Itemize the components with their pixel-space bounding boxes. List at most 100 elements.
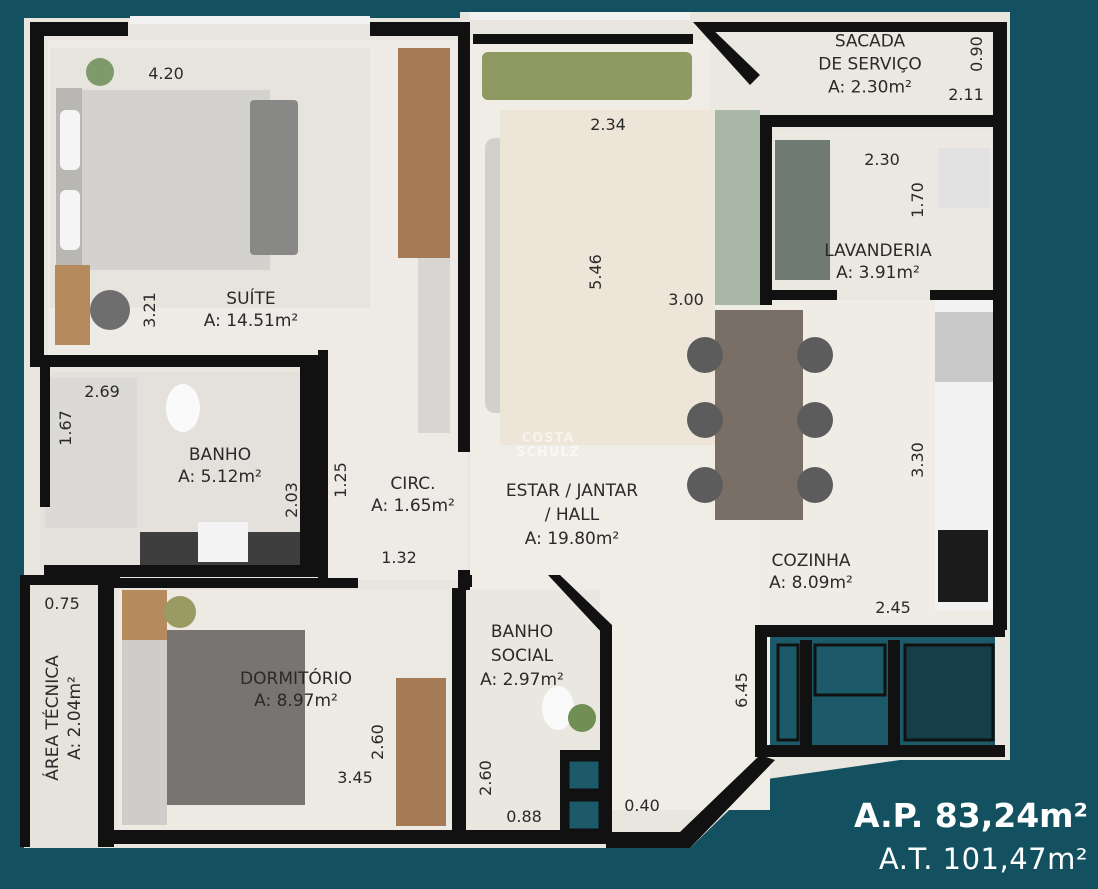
pillow-2 [60, 190, 80, 250]
pantry-cell-1 [776, 643, 800, 742]
dim-coz-h: 3.30 [908, 442, 927, 478]
pantry-cell-2 [813, 643, 887, 697]
pantry-cell-3 [903, 643, 995, 742]
room-area: A: 14.51m² [203, 311, 299, 331]
dim-banho-h: 1.67 [56, 410, 75, 446]
dim-estar-w: 3.00 [668, 290, 704, 309]
label-estar: ESTAR / JANTAR / HALL A: 19.80m² [506, 479, 638, 551]
room-name: BANHO [188, 445, 252, 465]
room-area: A: 8.97m² [254, 691, 338, 711]
desk-suite [55, 265, 90, 345]
room-name: SACADA [834, 31, 906, 52]
washer [775, 140, 830, 280]
bed-suite [80, 90, 270, 270]
rug [500, 110, 715, 445]
sink-banho [198, 522, 248, 562]
dim-dorm-h: 2.60 [368, 724, 387, 760]
wardrobe-suite-2 [418, 258, 450, 433]
watermark-line-2: SCHULZ [515, 445, 581, 460]
dim-estar-top: 2.34 [590, 115, 626, 134]
room-name-2: / HALL [544, 505, 600, 525]
toilet-banho [166, 384, 200, 432]
tv-panel [715, 110, 760, 305]
room-name: DORMITÓRIO [240, 669, 352, 689]
wardrobe-suite [398, 48, 450, 258]
tank-lav [938, 148, 990, 208]
dim-coz-w: 2.45 [875, 598, 911, 617]
headboard-dorm [122, 640, 167, 825]
chair-d2 [687, 402, 723, 438]
dining-table [715, 310, 803, 520]
dim-bs-h: 2.60 [476, 760, 495, 796]
chair-suite [90, 290, 130, 330]
room-name: SUÍTE [226, 289, 276, 309]
window-top-left [130, 16, 370, 24]
room-area: A: 2.97m² [480, 670, 564, 690]
cooktop [938, 530, 988, 602]
label-cozinha: COZINHA A: 8.09m² [769, 550, 853, 594]
label-dormitorio: DORMITÓRIO A: 8.97m² [240, 668, 352, 712]
toilet-bs [542, 686, 574, 730]
total-total-area: A.T. 101,47m² [878, 842, 1088, 876]
dim-bs-w: 0.88 [506, 807, 542, 826]
at-floor [28, 585, 104, 847]
room-name: CIRC. [390, 474, 436, 494]
label-suite: SUÍTE A: 14.51m² [204, 288, 299, 332]
bed-dorm [165, 630, 305, 805]
room-area: A: 2.04m² [65, 676, 85, 760]
dim-suite-w: 4.20 [148, 64, 184, 83]
bench-green [482, 52, 692, 100]
dim-lav-w: 2.30 [864, 150, 900, 169]
shower-banho [45, 378, 137, 528]
chair-d3 [687, 467, 723, 503]
room-name-2: DE SERVIÇO [818, 54, 922, 75]
label-area-tecnica: ÁREA TÉCNICA A: 2.04m² [42, 655, 86, 780]
room-area: A: 3.91m² [836, 263, 920, 283]
label-lavanderia: LAVANDERIA A: 3.91m² [824, 240, 932, 284]
dim-banho-h2: 2.03 [282, 482, 301, 518]
fridge [935, 312, 995, 382]
label-banho: BANHO A: 5.12m² [178, 444, 262, 488]
bs-niche [566, 758, 602, 792]
wardrobe-dorm [396, 678, 446, 826]
room-name: COZINHA [771, 551, 851, 571]
sacada-floor [710, 22, 1000, 122]
bs-niche-2 [566, 798, 602, 832]
chair-d5 [797, 402, 833, 438]
room-area: A: 1.65m² [371, 496, 455, 516]
label-banho-social: BANHO SOCIAL A: 2.97m² [480, 620, 564, 692]
room-name: ÁREA TÉCNICA [43, 655, 63, 781]
plant-suite [86, 58, 114, 86]
dim-sacada-h: 0.90 [967, 36, 986, 72]
dim-banho-w: 2.69 [84, 382, 120, 401]
room-name: BANHO [490, 622, 554, 642]
room-name: LAVANDERIA [824, 241, 932, 261]
label-circ: CIRC. A: 1.65m² [371, 473, 455, 517]
dim-estar-h: 5.46 [586, 254, 605, 290]
desk-dorm [122, 590, 167, 640]
dim-dorm-w: 3.45 [337, 768, 373, 787]
chair-d4 [797, 337, 833, 373]
dim-circ-w: 1.32 [381, 548, 417, 567]
chair-d6 [797, 467, 833, 503]
dim-coz-h2: 6.45 [732, 672, 751, 708]
dim-corr-w: 0.40 [624, 796, 660, 815]
walls [20, 22, 1007, 848]
dim-circ-h: 1.25 [331, 462, 350, 498]
room-area: A: 8.09m² [769, 573, 853, 593]
room-area: A: 19.80m² [524, 529, 620, 549]
room-area: A: 2.30m² [828, 77, 912, 98]
bench-suite [250, 100, 298, 255]
plant-bs [568, 704, 596, 732]
dim-sacada-w: 2.11 [948, 85, 984, 104]
pillow-1 [60, 110, 80, 170]
room-name: ESTAR / JANTAR [505, 481, 639, 501]
room-area: A: 5.12m² [178, 467, 262, 487]
window-top-mid [470, 12, 690, 20]
dim-at-w: 0.75 [44, 594, 80, 613]
pouf-dorm [164, 596, 196, 628]
room-name-2: SOCIAL [490, 646, 554, 666]
dim-lav-h: 1.70 [908, 182, 927, 218]
